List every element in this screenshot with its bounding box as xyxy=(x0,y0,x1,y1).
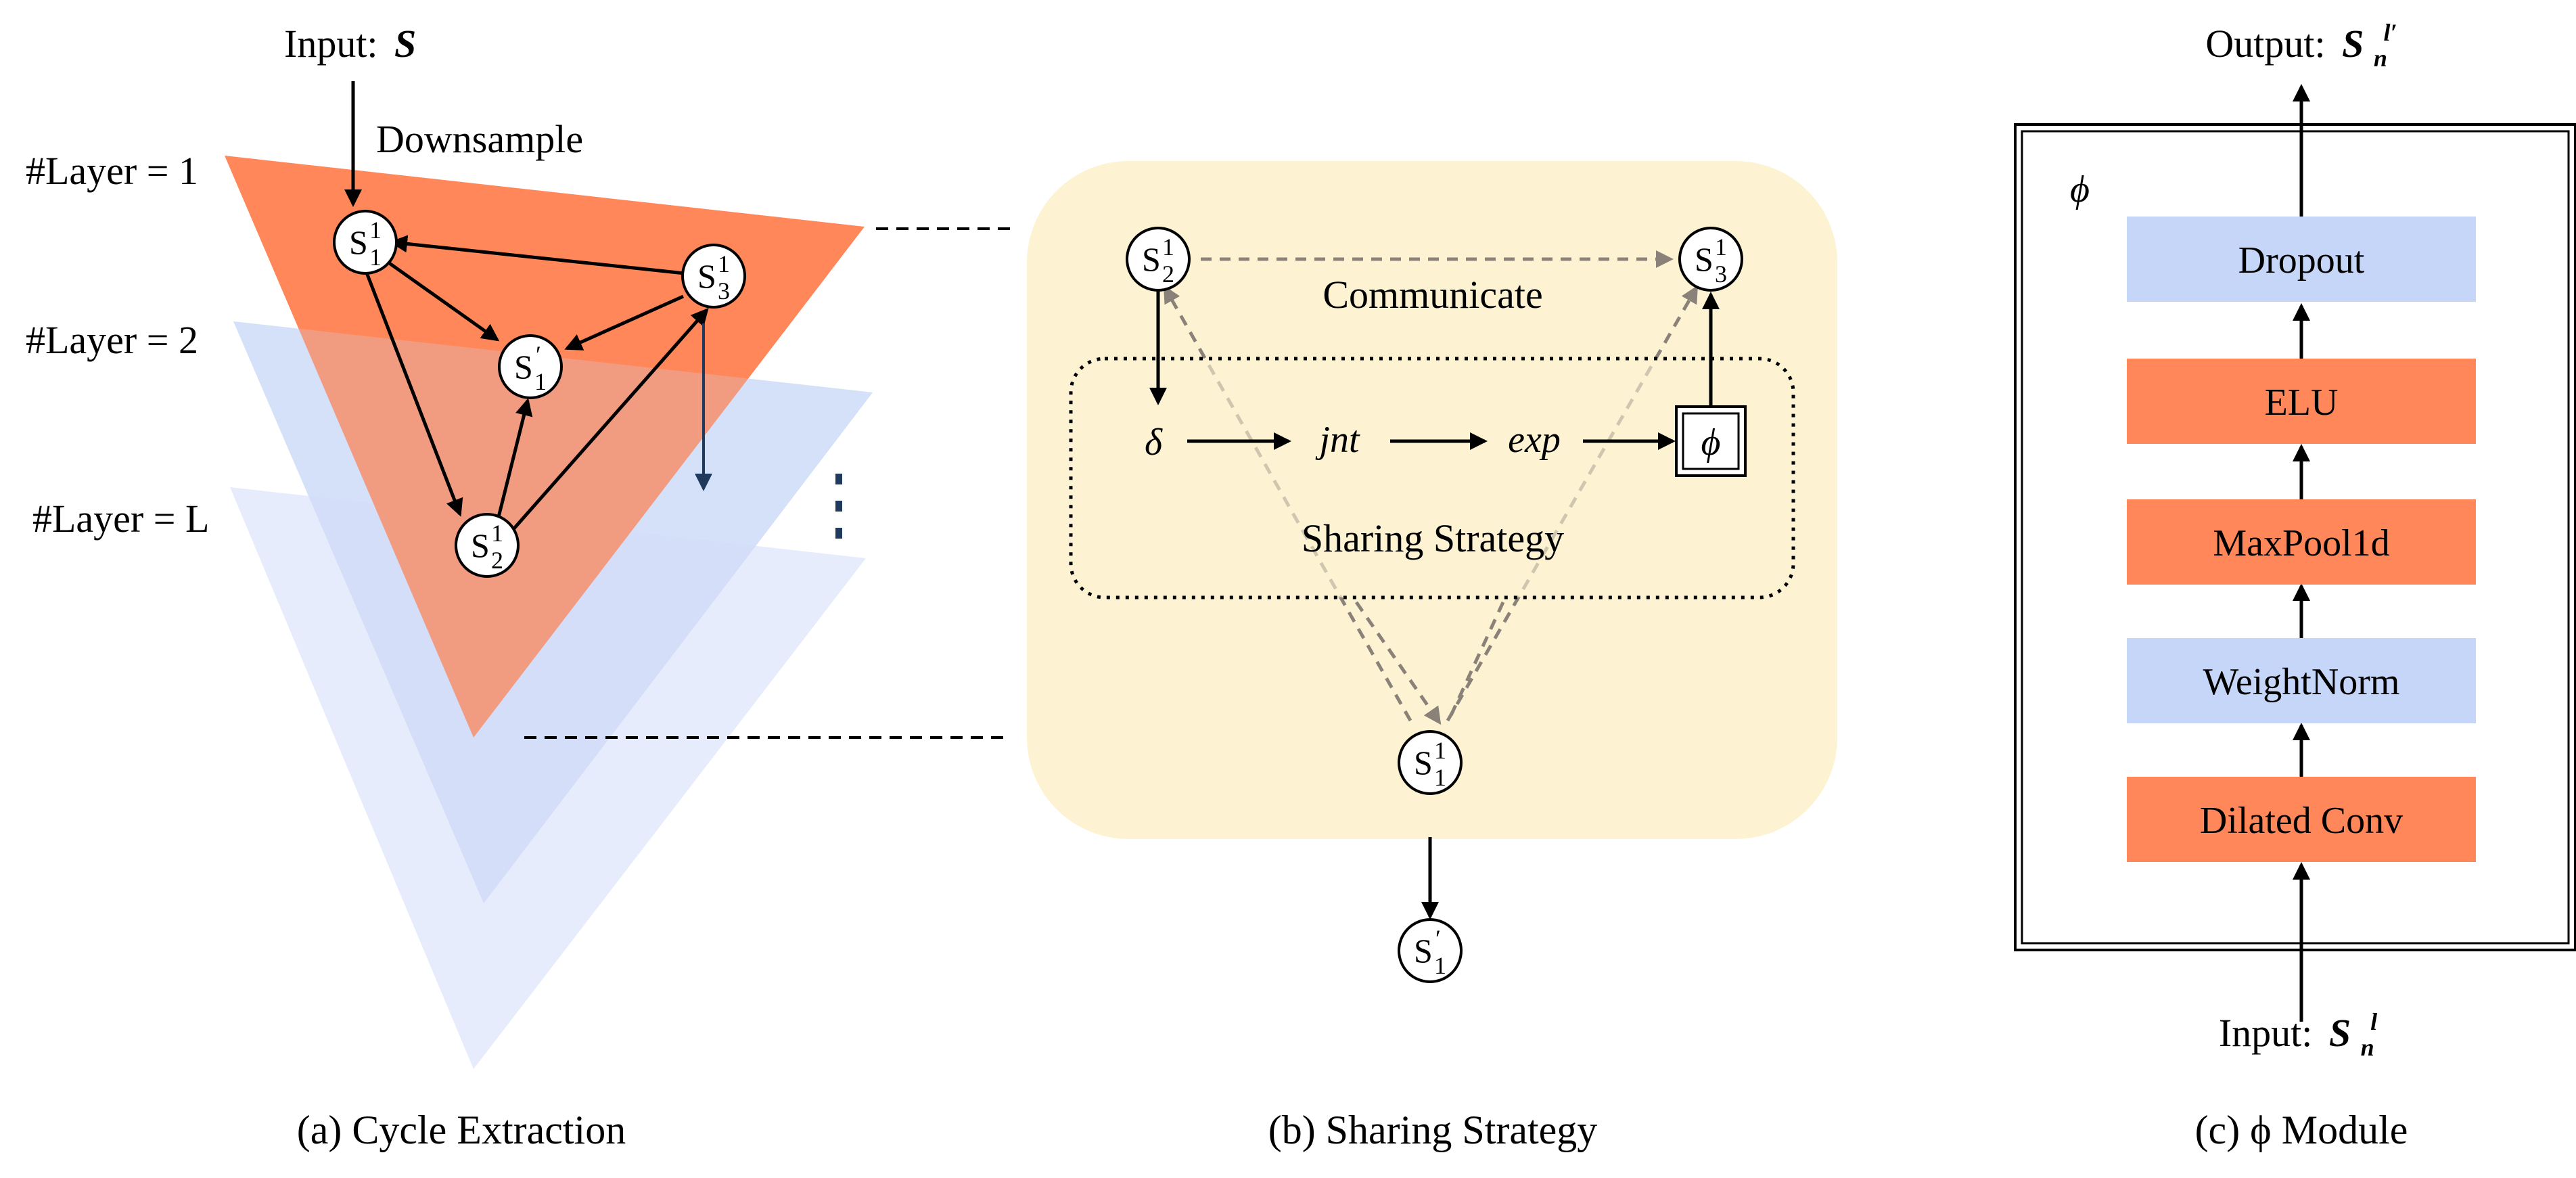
communicate-label: Communicate xyxy=(1322,273,1542,317)
node-s1prime-a: S ′ 1 xyxy=(498,334,563,399)
svg-text:S: S xyxy=(1414,932,1433,970)
svg-text:1: 1 xyxy=(1434,952,1446,979)
node-s12-b: S 1 2 xyxy=(1126,227,1191,292)
phi-box: ϕ xyxy=(1675,405,1747,477)
sharing-strategy-label: Sharing Strategy xyxy=(1302,516,1564,560)
sharing-strategy-box xyxy=(1069,357,1795,599)
layer-label-1: #Layer = 1 xyxy=(26,149,198,193)
layer-overlap-tint xyxy=(233,321,873,903)
layer-dilated-conv-box xyxy=(2127,777,2476,862)
more-layers-dots xyxy=(835,474,842,539)
layer-label-2: #Layer = 2 xyxy=(26,318,198,362)
svg-text:ELU: ELU xyxy=(2265,382,2339,424)
cycle-edges xyxy=(363,235,709,536)
layer-maxpool-box xyxy=(2127,499,2476,585)
node-s12-a: S 1 2 xyxy=(455,513,520,578)
svg-text:1: 1 xyxy=(1162,233,1174,260)
svg-text:S: S xyxy=(1142,240,1161,278)
node-s13-a: S 1 3 xyxy=(681,244,746,309)
svg-text:S: S xyxy=(471,526,490,564)
svg-text:ϕ: ϕ xyxy=(1701,422,1721,463)
svg-text:1: 1 xyxy=(369,217,382,244)
panel-cycle-extraction: Input: S Downsample #Layer = 1 #Layer = … xyxy=(26,22,1011,1152)
module-phi-symbol: ϕ xyxy=(2070,168,2090,210)
output-label: Output: S n l′ xyxy=(2205,19,2397,75)
svg-text:1: 1 xyxy=(718,250,730,277)
caption-b: (b) Sharing Strategy xyxy=(1268,1108,1598,1152)
caption-a: (a) Cycle Extraction xyxy=(297,1108,626,1152)
svg-text:1: 1 xyxy=(1434,764,1446,791)
layer-elu-box xyxy=(2127,359,2476,444)
input-label-a: Input: S xyxy=(284,22,416,66)
svg-text:Dropout: Dropout xyxy=(2238,240,2365,281)
node-s1prime-b: S ′ 1 xyxy=(1398,918,1463,983)
caption-c: (c) ϕ Module xyxy=(2195,1108,2408,1152)
svg-text:1: 1 xyxy=(491,520,503,547)
pipeline-exp: exp xyxy=(1508,419,1561,461)
svg-text:WeightNorm: WeightNorm xyxy=(2203,661,2400,703)
pipeline-delta: δ xyxy=(1145,422,1163,463)
svg-text:S: S xyxy=(514,348,533,386)
svg-text:2: 2 xyxy=(491,547,503,574)
svg-text:1: 1 xyxy=(534,368,547,395)
svg-text:S: S xyxy=(697,257,716,295)
svg-text:MaxPool1d: MaxPool1d xyxy=(2213,522,2389,564)
panel-phi-module: Output: S n l′ ϕ Dropout ELU xyxy=(2014,19,2576,1152)
layer-dropout: Dropout xyxy=(2127,217,2476,302)
svg-text:S: S xyxy=(1695,240,1714,278)
node-s11-b: S 1 1 xyxy=(1398,730,1463,795)
svg-text:1: 1 xyxy=(369,244,382,271)
svg-text:′: ′ xyxy=(1435,925,1441,952)
layer-weightnorm-box xyxy=(2127,638,2476,723)
layer-dilated-conv: Dilated Conv xyxy=(2127,777,2476,862)
layer-label-l: #Layer = L xyxy=(32,497,209,541)
svg-text:2: 2 xyxy=(1162,260,1174,288)
node-s11-a: S 1 1 xyxy=(333,210,398,275)
svg-text:3: 3 xyxy=(1715,260,1727,288)
svg-text:1: 1 xyxy=(1715,233,1727,260)
downsample-label: Downsample xyxy=(376,117,583,161)
pipeline-jnt: jnt xyxy=(1315,419,1360,461)
svg-text:′: ′ xyxy=(536,341,541,368)
layer-maxpool1d: MaxPool1d xyxy=(2127,499,2476,585)
svg-text:3: 3 xyxy=(718,277,730,304)
layer-weightnorm: WeightNorm xyxy=(2127,638,2476,723)
svg-text:S: S xyxy=(1414,744,1433,781)
layer-dropout-box xyxy=(2127,217,2476,302)
panel-sharing-strategy: δ jnt exp ϕ Communicate Sharing Strategy… xyxy=(1027,161,1837,1152)
input-label-c: Input: S n l xyxy=(2219,1008,2384,1064)
node-s13-b: S 1 3 xyxy=(1678,227,1743,292)
module-frame-inner xyxy=(2021,130,2570,945)
svg-text:1: 1 xyxy=(1434,737,1446,764)
svg-text:Dilated Conv: Dilated Conv xyxy=(2200,800,2403,842)
layer-elu: ELU xyxy=(2127,359,2476,444)
svg-text:S: S xyxy=(349,223,368,261)
